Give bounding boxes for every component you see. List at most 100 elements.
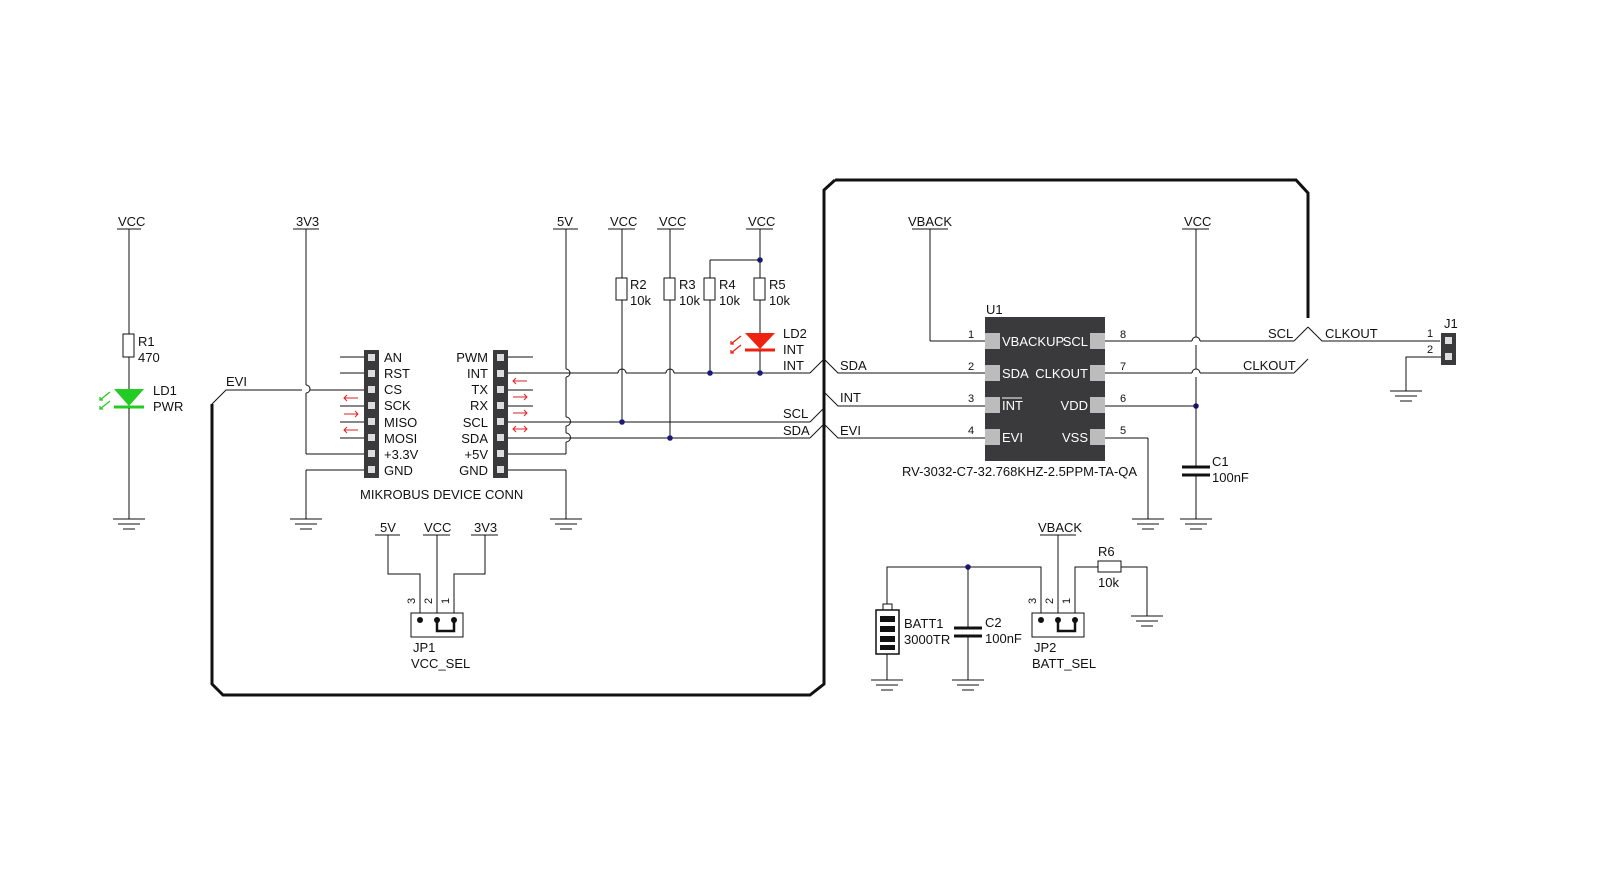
jp1-value: VCC_SEL [411, 656, 470, 671]
mikrobus-right-pin-int: INT [467, 366, 488, 381]
r3-value: 10k [679, 293, 700, 308]
r1-value: 470 [138, 350, 160, 365]
u1-pin-int: INT [1002, 398, 1023, 413]
c1-value: 100nF [1212, 470, 1249, 485]
u1-pin-num-5: 5 [1120, 425, 1126, 437]
led-ld1-light-arrows-icon [99, 391, 111, 410]
jp1-pin-2: 2 [423, 598, 435, 604]
mikrobus-right-pin-tx: TX [471, 382, 488, 397]
r2-ref: R2 [630, 277, 647, 292]
mikrobus-left-pin-rst: RST [384, 366, 410, 381]
mikrobus-power-wiring: 3V3 EVI [211, 214, 364, 530]
net-label-vcc: VCC [1184, 214, 1211, 229]
batt1-ref: BATT1 [904, 616, 944, 631]
ground-symbol-icon [550, 518, 582, 530]
ground-symbol-icon [290, 518, 322, 530]
jp1-ref: JP1 [413, 640, 435, 655]
net-label-3v3: 3V3 [296, 214, 319, 229]
ld1-ref: LD1 [153, 383, 177, 398]
u1-pin-num-6: 6 [1120, 393, 1126, 405]
resistor-r4 [703, 277, 716, 301]
ground-symbol-icon [113, 518, 145, 530]
u1-pin-num-4: 4 [968, 425, 974, 437]
u1-pin-num-8: 8 [1120, 329, 1126, 341]
jp1-pin-3: 3 [406, 598, 418, 604]
resistor-r2 [615, 277, 628, 301]
mikrobus-connector: AN RST CS SCK MISO MOSI +3.3V GND [340, 350, 533, 502]
ground-symbol-icon [1131, 615, 1163, 627]
mikrobus-right-pin-scl: SCL [463, 415, 488, 430]
led-ld1 [114, 389, 144, 406]
rtc-chip-u1: VBACK U1 VBACKUP SDA INT EVI SCL CLKOUT … [823, 214, 1309, 530]
r6-ref: R6 [1098, 544, 1115, 559]
jp2-pin-1: 1 [1061, 598, 1073, 604]
ground-symbol-icon [1390, 390, 1422, 402]
jp2-ref: JP2 [1034, 640, 1056, 655]
ld2-ref: LD2 [783, 326, 807, 341]
net-label-evi-left: EVI [226, 374, 247, 389]
net-label-scl-right: SCL [1268, 326, 1293, 341]
j1-pin-2: 2 [1427, 344, 1433, 356]
mikrobus-right-pin-gnd: GND [459, 463, 488, 478]
mikrobus-right-pin-rx: RX [470, 398, 488, 413]
net-label-vcc: VCC [118, 214, 145, 229]
mikrobus-left-pin-gnd: GND [384, 463, 413, 478]
mikrobus-direction-arrows-icon [343, 394, 359, 434]
ground-symbol-icon [952, 679, 984, 691]
net-label-int-right: INT [840, 390, 861, 405]
r6-value: 10k [1098, 575, 1119, 590]
u1-pin-num-2: 2 [968, 361, 974, 373]
batt1-value: 3000TR [904, 632, 950, 647]
ground-symbol-icon [871, 679, 903, 691]
c2-value: 100nF [985, 631, 1022, 646]
net-label-vcc: VCC [610, 214, 637, 229]
u1-pin-vss: VSS [1062, 430, 1088, 445]
resistor-r5 [753, 277, 766, 301]
r5-value: 10k [769, 293, 790, 308]
u1-pin-scl: SCL [1063, 334, 1088, 349]
ground-symbol-icon [1132, 518, 1164, 530]
bus-wiring: 5V INT SCL SDA VCC [508, 214, 825, 530]
mikrobus-section-border [210, 178, 837, 697]
net-label-vback: VBACK [1038, 520, 1082, 535]
u1-pin-num-7: 7 [1120, 361, 1126, 373]
r4-value: 10k [719, 293, 740, 308]
net-label-vcc: VCC [748, 214, 775, 229]
battery-section: BATT1 3000TR C2 100nF VBACK R6 10k [871, 520, 1163, 691]
c2-ref: C2 [985, 615, 1002, 630]
r3-ref: R3 [679, 277, 696, 292]
jp2-pin-3: 3 [1027, 598, 1039, 604]
r2-value: 10k [630, 293, 651, 308]
jp2-pin-2: 2 [1044, 598, 1056, 604]
c1-ref: C1 [1212, 454, 1229, 469]
mikrobus-left-pin-sck: SCK [384, 398, 411, 413]
battery-batt1-icon [875, 603, 900, 655]
u1-pin-num-3: 3 [968, 393, 974, 405]
mikrobus-right-pin-5v: +5V [465, 447, 489, 462]
net-label-clkout-j1: CLKOUT [1325, 326, 1378, 341]
u1-pin-sda: SDA [1002, 366, 1029, 381]
u1-pin-num-1: 1 [968, 329, 974, 341]
mikrobus-direction-arrows-icon [512, 377, 528, 433]
power-led-section: VCC R1 470 LD1 PWR [99, 214, 183, 530]
r5-ref: R5 [769, 277, 786, 292]
u1-pin-clkout: CLKOUT [1035, 366, 1088, 381]
net-label-int-left: INT [783, 358, 804, 373]
mikrobus-left-pin-3v3: +3.3V [384, 447, 419, 462]
mikrobus-right-pin-sda: SDA [461, 431, 488, 446]
jumper-jp1: 5V VCC 3V3 3 2 1 JP1 VCC_SEL [375, 520, 498, 671]
u1-package [985, 317, 1105, 461]
net-label-sda-right: SDA [840, 358, 867, 373]
ground-symbol-icon [1180, 518, 1212, 530]
resistor-r6 [1097, 560, 1122, 573]
net-label-evi-right: EVI [840, 423, 861, 438]
u1-ref: U1 [986, 302, 1003, 317]
mikrobus-left-pin-cs: CS [384, 382, 402, 397]
mikrobus-left-pin-mosi: MOSI [384, 431, 417, 446]
net-label-vback: VBACK [908, 214, 952, 229]
resistor-r3 [663, 277, 676, 301]
net-label-sda-left: SDA [783, 423, 810, 438]
r4-ref: R4 [719, 277, 736, 292]
mikrobus-left-pin-an: AN [384, 350, 402, 365]
